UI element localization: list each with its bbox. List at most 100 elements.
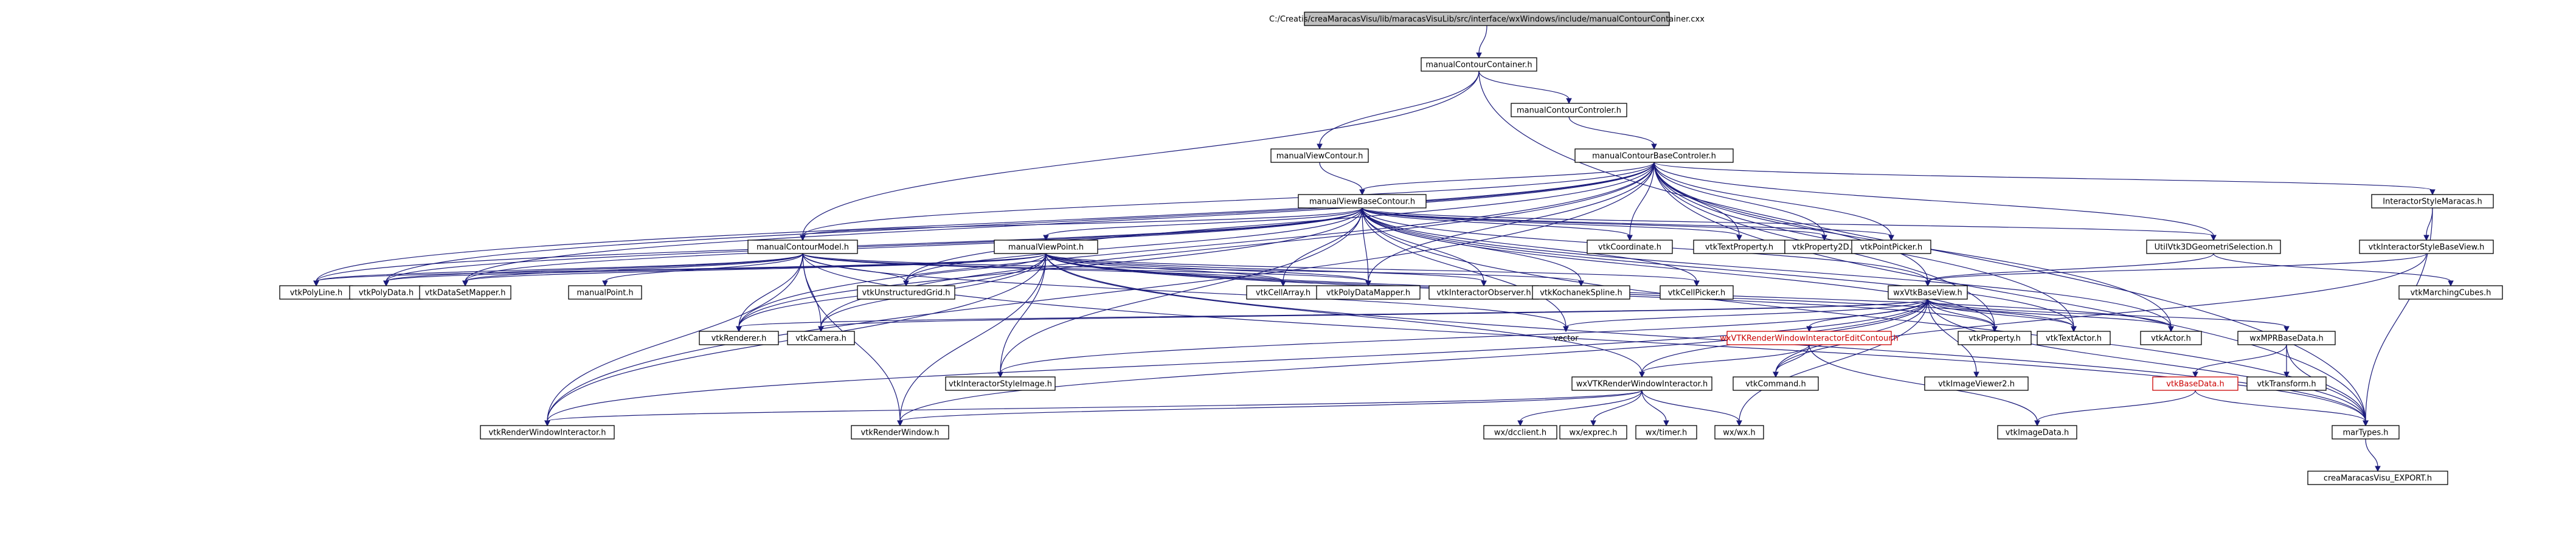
graph-node[interactable]: vector (1545, 331, 1587, 345)
graph-node[interactable]: vtkUnstructuredGrid.h (857, 285, 955, 300)
graph-node[interactable]: vtkCoordinate.h (1587, 240, 1673, 254)
graph-node[interactable]: creaMaracasVisu_EXPORT.h (2307, 471, 2448, 485)
node-label: vtkCoordinate.h (1598, 243, 1661, 252)
node-box (2332, 425, 2400, 440)
graph-node[interactable]: manualContourContainer.h (1421, 57, 1537, 72)
graph-node[interactable]: wx/timer.h (1635, 425, 1697, 440)
graph-node[interactable]: marTypes.h (2332, 425, 2400, 440)
graph-node[interactable]: manualViewContour.h (1270, 148, 1369, 163)
graph-edge (1362, 207, 1894, 241)
graph-node[interactable]: vtkPolyLine.h (279, 285, 353, 300)
node-box (419, 285, 511, 300)
node-label: vtkInteractorObserver.h (1436, 289, 1531, 298)
graph-node[interactable]: vtkRenderer.h (699, 331, 779, 345)
graph-node[interactable]: wx/dcclient.h (1483, 425, 1557, 440)
graph-edge (1362, 207, 1742, 241)
graph-node[interactable]: wx/exprec.h (1559, 425, 1627, 440)
graph-edge (1641, 390, 1669, 427)
graph-node[interactable]: manualContourControler.h (1511, 103, 1627, 117)
graph-node[interactable]: wx/wx.h (1714, 425, 1764, 440)
node-box (2146, 240, 2281, 254)
graph-node[interactable]: vtkProperty.h (1958, 331, 2032, 345)
graph-edge (1927, 299, 2174, 333)
node-label: vtkImageData.h (2006, 429, 2069, 438)
graph-node[interactable]: manualContourBaseControler.h (1574, 148, 1734, 163)
graph-node[interactable]: InteractorStyleMaracas.h (2371, 194, 2494, 209)
node-box (480, 425, 615, 440)
graph-edge (1773, 253, 2427, 378)
graph-node[interactable]: vtkTextActor.h (2037, 331, 2111, 345)
graph-edge (1045, 253, 1487, 287)
node-label: vector (1553, 334, 1579, 343)
graph-node[interactable]: UtilVtk3DGeometriSelection.h (2146, 240, 2281, 254)
graph-node[interactable]: manualViewBaseContour.h (1298, 194, 1427, 209)
graph-node[interactable]: vtkImageData.h (1997, 425, 2077, 440)
graph-node[interactable]: vtkKochanekSpline.h (1532, 285, 1630, 300)
node-label: manualContourModel.h (757, 243, 849, 252)
graph-edge (383, 253, 1047, 287)
graph-edge (1773, 344, 1810, 378)
graph-edge (1362, 207, 1633, 241)
graph-node[interactable]: vtkInteractorStyleBaseView.h (2359, 240, 2494, 254)
graph-node[interactable]: vtkInteractorStyleImage.h (945, 376, 1056, 391)
graph-edge (1280, 207, 1363, 287)
node-label: marTypes.h (2343, 429, 2389, 438)
node-box (2359, 240, 2494, 254)
node-box (2246, 376, 2327, 391)
graph-node[interactable]: manualPoint.h (568, 285, 642, 300)
node-box (2307, 471, 2448, 485)
graph-node[interactable]: vtkActor.h (2140, 331, 2202, 345)
graph-node[interactable]: C:/Creatis/creaMaracasVisu/lib/maracasVi… (1269, 12, 1705, 26)
node-box (1726, 331, 1892, 345)
graph-node[interactable]: vtkCellPicker.h (1660, 285, 1734, 300)
graph-edge (544, 390, 1643, 427)
node-label: vtkTextActor.h (2046, 334, 2102, 343)
graph-node[interactable]: vtkRenderWindowInteractor.h (480, 425, 615, 440)
graph-node[interactable]: vtkTextProperty.h (1693, 240, 1785, 254)
graph-node[interactable]: vtkPointPicker.h (1851, 240, 1931, 254)
graph-edge (1927, 299, 2290, 333)
node-label: wxMPRBaseData.h (2249, 334, 2323, 343)
node-box (568, 285, 642, 300)
graph-node[interactable]: vtkPolyData.h (349, 285, 423, 300)
graph-node[interactable]: manualContourModel.h (747, 240, 858, 254)
graph-node[interactable]: vtkBaseData.h (2152, 376, 2238, 391)
graph-node[interactable]: vtkPolyDataMapper.h (1316, 285, 1421, 300)
graph-node[interactable]: vtkProperty2D.h (1784, 240, 1864, 254)
node-box (747, 240, 858, 254)
graph-edge (1563, 299, 1928, 333)
graph-node[interactable]: wxVTKRenderWindowInteractorEditContour.h (1720, 331, 1899, 345)
graph-node[interactable]: vtkImageViewer2.h (1924, 376, 2029, 391)
graph-node[interactable]: vtkInteractorObserver.h (1428, 285, 1539, 300)
node-box (699, 331, 779, 345)
node-box (1532, 285, 1630, 300)
graph-node[interactable]: manualViewPoint.h (994, 240, 1098, 254)
graph-node[interactable]: wxVTKRenderWindowInteractor.h (1571, 376, 1712, 391)
graph-node[interactable]: wxMPRBaseData.h (2237, 331, 2336, 345)
graph-edge (2213, 253, 2454, 287)
graph-edge (1476, 25, 1487, 59)
graph-edge (1319, 162, 1365, 196)
graph-edge (736, 162, 1655, 333)
graph-node[interactable]: wxVtkBaseView.h (1888, 285, 1968, 300)
node-box (1571, 376, 1712, 391)
graph-edge (1362, 207, 1487, 287)
graph-node[interactable]: vtkCommand.h (1733, 376, 1819, 391)
graph-node[interactable]: vtkDataSetMapper.h (419, 285, 511, 300)
node-label: vtkUnstructuredGrid.h (862, 289, 950, 298)
graph-edge (544, 299, 1928, 427)
graph-edge (1590, 390, 1643, 427)
graph-node[interactable]: vtkRenderWindow.h (851, 425, 949, 440)
graph-node[interactable]: vtkTransform.h (2246, 376, 2327, 391)
graph-node[interactable]: vtkCamera.h (787, 331, 855, 345)
graph-edge (1927, 299, 1998, 333)
node-label: creaMaracasVisu_EXPORT.h (2324, 474, 2432, 483)
graph-node[interactable]: vtkMarchingCubes.h (2398, 285, 2503, 300)
graph-node[interactable]: vtkCellArray.h (1246, 285, 1320, 300)
node-box (1635, 425, 1697, 440)
node-box (1888, 285, 1968, 300)
node-label: manualContourControler.h (1517, 106, 1621, 116)
node-label: vtkRenderWindowInteractor.h (488, 429, 606, 438)
node-box (1559, 425, 1627, 440)
